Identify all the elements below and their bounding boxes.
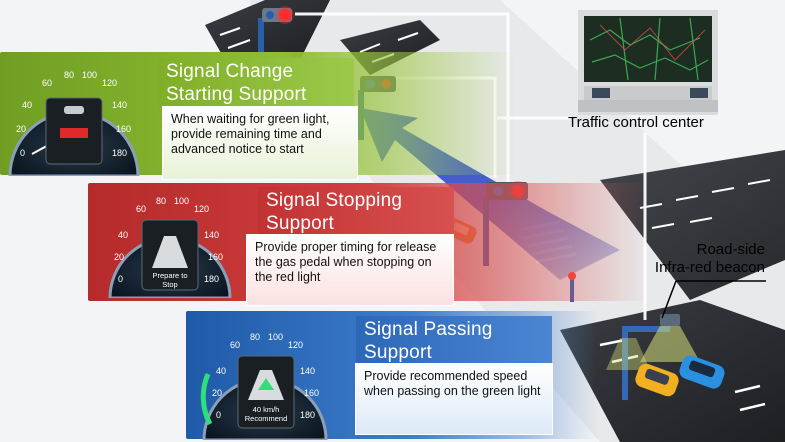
- tick-label: 100: [82, 70, 97, 80]
- title-line: Signal Change: [166, 61, 294, 82]
- starting-support-description: When waiting for green light, provide re…: [162, 106, 358, 180]
- tick-label: 120: [102, 78, 117, 88]
- tick-label: 140: [204, 230, 219, 240]
- display-text: Recommend: [245, 414, 288, 423]
- title-line: Support: [266, 213, 334, 234]
- tick-label: 160: [208, 252, 223, 262]
- tick-label: 180: [204, 274, 219, 284]
- traffic-center-label: Traffic control center: [568, 114, 704, 131]
- tick-label: 180: [300, 410, 315, 420]
- tick-label: 20: [16, 124, 26, 134]
- road-bottom-right: [560, 300, 785, 442]
- speedometer-stopping: 60 80 100 120 40 20 0 140 160 180 Prepar…: [108, 196, 232, 298]
- tick-label: 80: [156, 196, 166, 206]
- stopping-support-title: Signal Stopping Support: [258, 187, 454, 237]
- beacon-label-line: Infra-red beacon: [654, 259, 765, 276]
- tick-label: 20: [212, 388, 222, 398]
- speed-arc: [200, 373, 213, 426]
- starting-support-title: Signal Change Starting Support: [158, 58, 354, 108]
- passing-support-title: Signal Passing Support: [356, 316, 552, 366]
- title-line: Support: [364, 342, 432, 363]
- car-icon: [679, 355, 725, 389]
- tick-label: 60: [230, 340, 240, 350]
- tick-label: 40: [118, 230, 128, 240]
- speedometer-starting: 60 80 100 120 40 20 0 140 160 180: [8, 70, 140, 176]
- tick-label: 0: [216, 410, 221, 420]
- tick-label: 120: [288, 340, 303, 350]
- tick-label: 40: [22, 100, 32, 110]
- tick-label: 140: [112, 100, 127, 110]
- tick-label: 40: [216, 366, 226, 376]
- stopping-support-description: Provide proper timing for release the ga…: [246, 234, 454, 306]
- beacon-label: Road-side Infra-red beacon: [620, 241, 765, 277]
- tick-label: 120: [194, 204, 209, 214]
- tick-label: 80: [64, 70, 74, 80]
- tick-label: 100: [268, 332, 283, 342]
- tick-label: 20: [114, 252, 124, 262]
- monitor-wall-icon: [578, 10, 718, 115]
- title-line: Signal Passing: [364, 319, 493, 340]
- speedometer-passing: 60 80 100 120 40 20 0 140 160 180 40 km/…: [200, 332, 328, 440]
- tick-label: 160: [304, 388, 319, 398]
- display-text: 40 km/h: [253, 405, 280, 414]
- tick-label: 60: [136, 204, 146, 214]
- title-line: Signal Stopping: [266, 190, 403, 211]
- tick-label: 60: [42, 78, 52, 88]
- tick-label: 80: [250, 332, 260, 342]
- tick-label: 100: [174, 196, 189, 206]
- lane-markings-right: [639, 179, 771, 229]
- tick-label: 0: [118, 274, 123, 284]
- traffic-light-icon: [258, 6, 294, 58]
- remaining-time-bar: [60, 128, 88, 138]
- car-icon: [635, 363, 679, 397]
- road-guide: [152, 236, 188, 268]
- tick-label: 140: [300, 366, 315, 376]
- beacon-pointer: [661, 280, 677, 319]
- tick-label: 0: [20, 148, 25, 158]
- beacon-icon: [606, 314, 700, 400]
- passing-support-description: Provide recommended speed when passing o…: [355, 363, 553, 435]
- title-line: Starting Support: [166, 84, 307, 105]
- car-icon: [64, 106, 84, 114]
- display-text: Prepare to: [152, 271, 187, 280]
- lane-markings-top: [219, 27, 419, 63]
- display-text: Stop: [162, 280, 177, 289]
- tick-label: 160: [116, 124, 131, 134]
- guide-arrow: [258, 378, 274, 390]
- tick-label: 180: [112, 148, 127, 158]
- beacon-label-line: Road-side: [696, 241, 765, 258]
